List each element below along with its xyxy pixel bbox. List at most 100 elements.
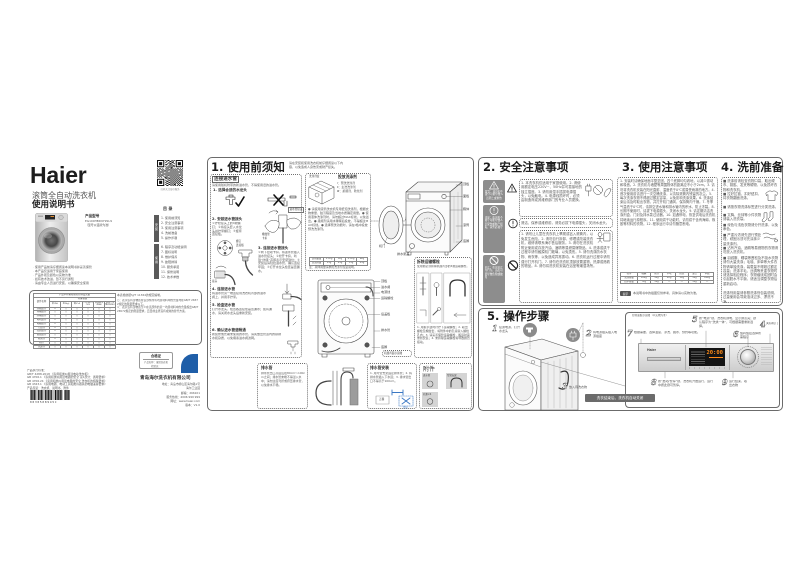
- section-3-text: 1. 安装时请确保地面平整坚固，四个底脚均匀着地，以减少振动和噪音。2. 洗衣机…: [620, 179, 716, 226]
- rear-label-bolt: 运输螺栓: [381, 295, 394, 300]
- part-label-panel: 面板: [463, 194, 470, 198]
- model-label: 产品型号: [85, 214, 100, 218]
- detergent-drawer-illustration: [308, 180, 335, 205]
- step-1-text: 接通电源，打开水龙头: [499, 326, 521, 333]
- washer-front-diagram: [378, 181, 463, 256]
- accessories-illustration: [422, 373, 467, 407]
- caution-legend: 注意：表示如不遵守可能导致人员受伤或财产损失，请务必遵守: [483, 205, 505, 253]
- transport-bolt-title: 拆除运输螺栓: [417, 259, 440, 264]
- panel-leader-lines: [640, 330, 771, 379]
- section-2-4-frame: [478, 157, 783, 306]
- washer-product-photo: [35, 213, 68, 262]
- product-name: 滚筒全自动洗衣机: [32, 191, 96, 200]
- prohibit-pictogram: [596, 232, 611, 243]
- warning-legend: 警告：表示如不遵守可能导致人员死亡或重伤: [483, 180, 505, 203]
- step-7-text: 根据需要，选择温度、漂洗、脱水、预约等功能。: [634, 331, 701, 334]
- section-5-title: 5. 操作步骤: [487, 309, 550, 323]
- inlet-hose-box: [210, 174, 302, 358]
- label-clip: 卡扣: [262, 237, 268, 240]
- product-standards: 产品执行标准： GB/T 4288-2018 《家用和类似用途电动洗衣机》 GB…: [27, 369, 107, 390]
- wash-end-banner-text: 洗衣结束后，洗衣机自动关闭: [596, 396, 644, 400]
- toc-item: 12. 技术参数: [161, 275, 180, 279]
- barcode-icon: [30, 390, 70, 400]
- detergent-note: 注：具体用量请参照洗涤剂包装说明。: [309, 265, 357, 269]
- part-label-box: 箱体: [463, 207, 470, 211]
- step-9-text: 运行结束，取出衣物: [729, 380, 747, 387]
- table-cell: ○: [71, 344, 83, 350]
- step-6-number: 6: [733, 329, 739, 339]
- legend-icons-white: [489, 181, 499, 265]
- step-2-number: 2: [586, 328, 592, 338]
- toc-item: 4. 洗前准备: [161, 231, 178, 235]
- step-8-number: 8: [651, 377, 657, 387]
- inlet-joint-top-view: [217, 240, 233, 256]
- transport-bolt-text: 1. 用扳手逆时针拧下运输螺栓；2. 取出螺栓及橡胶套，将附件中的孔塞塞入螺栓孔…: [417, 326, 470, 345]
- prep-item: 洗涤剂用量请参照洗涤剂包装说明，过量使用会导致泡沫过多、漂洗不净。: [723, 291, 778, 303]
- display-indicators: [691, 349, 705, 364]
- section-1-frame: [207, 157, 474, 411]
- faucet-correct-illustration: [225, 194, 245, 207]
- transport-bolt-intro: 使用前必须拆除机器背部的4颗运输螺栓。: [417, 265, 470, 268]
- table-cell: 3kg: [687, 279, 702, 285]
- section-3-note-label: 提示: [622, 291, 629, 296]
- table-cell: 45g: [356, 260, 368, 266]
- prep-item: ■ 洗涤前请检查衣物口袋，取出硬币、钥匙、发夹等硬物，以免损坏衣物和洗衣机。: [723, 179, 778, 192]
- barcode-number: 0030508945C: [30, 400, 58, 404]
- prep-item: ■ 文胸、丝袜等小件衣物请装入洗衣袋。: [723, 213, 762, 222]
- faucet-with-hose-illustration: [238, 249, 254, 276]
- power-plug-step-icon: [566, 322, 586, 358]
- prohibit-pictogram-spacer: [595, 232, 611, 243]
- drain-hose-illustration: [315, 367, 359, 406]
- qr-code-icon: [157, 160, 183, 186]
- warning-pictograms: [585, 183, 612, 198]
- inlet-joint-side-illustration: [214, 265, 236, 286]
- table-cell: ○: [103, 344, 117, 350]
- rear-caption-box: [382, 350, 412, 357]
- part-label-top: 顶板: [463, 182, 470, 186]
- drain-hose-box: [257, 363, 308, 409]
- table-cell: 烘干容量: [620, 279, 638, 285]
- table-cell: —: [662, 279, 676, 285]
- detergent-compartments: Ⅰ：预洗洗涤剂 Ⅱ：主洗洗涤剂 ✿：柔顺剂、软化剂: [337, 181, 363, 194]
- dial-program-labels: [761, 347, 772, 367]
- panel-divider-right: [729, 345, 730, 370]
- prep-item: ■ 羽绒服、睡袋等蓬松及不吸水衣物请勿大量洗涤；毛毯、床单等大件衣物请单独洗涤，…: [723, 256, 779, 286]
- faucet-step-icon: [523, 323, 537, 350]
- accessories-box: [419, 363, 472, 409]
- display-time: 20:00: [706, 349, 723, 356]
- section-3-box: [617, 177, 718, 303]
- certificate-line-1: 产品名称：滚筒洗衣机: [144, 360, 168, 364]
- drain-install-title: 排水管安装: [370, 365, 389, 370]
- table-cell: 3kg: [649, 279, 664, 285]
- section-3-note-badge: 提示: [620, 291, 631, 296]
- washer-operation-illustration: [504, 338, 579, 411]
- toc-item: 2. 安全注意事项: [161, 221, 184, 225]
- table-header-row: 铅(Pb) 汞(Hg) 镉(Cd) 六价铬(Cr(VI)) 多溴联苯(PBB) …: [34, 300, 117, 308]
- prep-item: ■ 请按衣物洗涤标签进行分类洗涤。: [723, 205, 779, 209]
- toc-tab-usage: 使用: [154, 244, 159, 279]
- drain-install-text: 1. 用弯管支架固定排水管；2. 将排水管插入下水道；3. 排水管出口不得高于1…: [370, 372, 413, 383]
- section-4-box: [721, 177, 781, 303]
- toc-tab-usage-label: 使用: [154, 256, 158, 264]
- section-4-title: 4. 洗前准备: [721, 160, 784, 174]
- label-screw: 螺钉: [236, 240, 242, 243]
- warning-legend-text: 警告：表示如不遵守可能导致人员死亡或重伤: [484, 190, 504, 200]
- inlet-step-2-title: 2. 安装进水管接头: [212, 217, 243, 221]
- table-cell: ○: [60, 344, 72, 350]
- drain-install-illustration: [375, 389, 414, 407]
- rear-label-cord: 电源线: [381, 290, 391, 294]
- brand-blue-mark: [181, 354, 198, 373]
- table-cell: ○: [93, 344, 105, 350]
- section-1-title: 1. 使用前须知: [211, 160, 285, 174]
- hazard-notes-title: 本表格依据SJ/T 11364的规定编制。: [117, 293, 163, 297]
- caution-legend-text: 注意：表示如不遵守可能导致人员受伤或财产损失，请务必遵守: [484, 216, 503, 229]
- label-gasket: 橡胶垫: [262, 233, 270, 236]
- accessories-title: 附件: [423, 365, 436, 373]
- inlet-step-6-text: 新装修或长期未使用的水管，请先放出管道内的铁锈水和杂质，以免堵塞进水阀滤网。: [212, 333, 282, 340]
- warning-pictogram-spacer: [582, 181, 611, 198]
- certificate-line-2: 检验员：: [151, 364, 161, 368]
- panel-brand: Haier: [647, 348, 656, 352]
- detergent-title: 投放洗涤剂: [338, 174, 357, 179]
